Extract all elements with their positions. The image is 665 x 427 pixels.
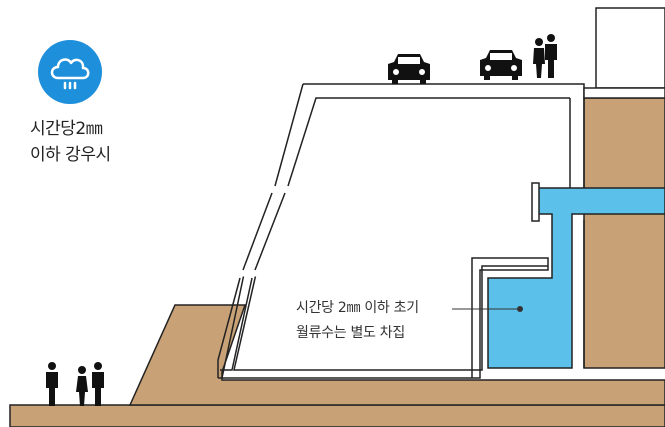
top-building-base <box>583 87 665 99</box>
rainfall-condition-caption: 시간당2㎜ 이하 강우시 <box>30 116 160 168</box>
pipe-flange <box>531 182 540 222</box>
structure-wall-outer <box>221 265 548 379</box>
person-icon <box>46 362 58 406</box>
ground-soil <box>9 404 665 427</box>
car-icon <box>388 54 430 84</box>
person-icon <box>92 362 104 406</box>
person-icon <box>76 366 88 406</box>
car-icon <box>480 50 522 80</box>
rain-cloud-icon <box>38 40 102 104</box>
note-line-1: 시간당 2㎜ 이하 초기 <box>296 300 419 316</box>
person-icon <box>545 34 557 78</box>
right-hill-soil <box>583 97 665 369</box>
note-leader-dot <box>517 306 523 312</box>
top-building <box>595 7 665 89</box>
overflow-pipe-water <box>487 187 665 369</box>
person-icon <box>533 38 545 78</box>
caption-line-2: 이하 강우시 <box>30 145 111 165</box>
overflow-collection-note: 시간당 2㎜ 이하 초기 월류수는 별도 차집 <box>296 296 419 346</box>
note-line-2: 월류수는 별도 차집 <box>296 325 405 341</box>
caption-line-1: 시간당2㎜ <box>30 119 103 139</box>
structure-outline <box>217 83 585 379</box>
